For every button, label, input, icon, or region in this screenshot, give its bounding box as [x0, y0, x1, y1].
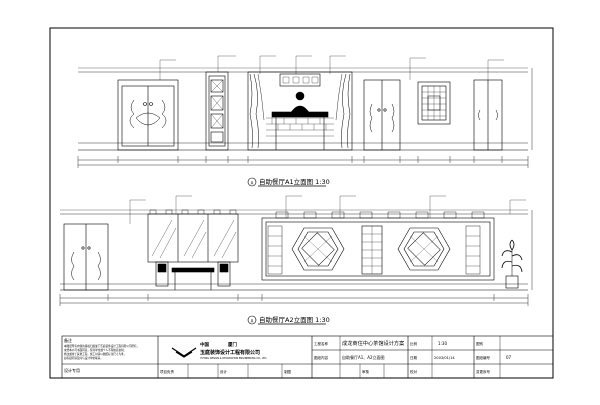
elevation-a1-title-marker: [247, 177, 326, 187]
drawing-content-label: 图纸内容: [314, 355, 328, 360]
date-value: 2003/01/14: [434, 356, 455, 360]
design-label: 设计: [220, 369, 227, 374]
elevation-a1-drawing: [77, 55, 533, 168]
a1-center-niche: [247, 71, 353, 151]
scale-value: 1:30: [438, 341, 447, 346]
title-block: [61, 335, 554, 379]
check-label: 校对: [410, 369, 418, 374]
company-line-1b: 厦门: [228, 341, 237, 348]
notes-text-4: 如有疑问请及时与设计单位联系。: [64, 356, 103, 360]
drawing-no: 07: [506, 355, 512, 360]
company-name-en: YUTING DESIGN & DECORATION ENGINEERING C…: [200, 357, 267, 360]
drawing-no-label: 图纸编号: [476, 355, 490, 360]
a2-bench-and-chairs: [155, 261, 231, 290]
a1-right-door: [363, 79, 401, 151]
notes-text-2: 未经本公司书面同意，任何单位或个人不得擅自复制、: [64, 348, 126, 352]
company-name-cn: 玉庭装饰设计工程有限公司: [200, 349, 260, 356]
elevation-a2-drawing: [59, 195, 533, 306]
project-lead-label: 项目负责: [160, 369, 174, 374]
project-label: 工程名称: [314, 341, 328, 346]
date-label: 日期: [410, 355, 418, 360]
notes-text-1: 本图纸所有内容的版权归属厦门玉庭装饰设计工程有限公司所有，: [64, 344, 139, 348]
a2-left-door: [63, 223, 109, 291]
company-logo-icon: [171, 347, 197, 358]
a1-lattice-window: [417, 81, 451, 125]
a1-left-door: [117, 79, 179, 151]
design-stamp-label: 设计专用: [64, 367, 80, 373]
elevation-a2-title: 自助餐厅A2立面图 1:30: [259, 315, 330, 324]
drawn-label: 制图: [284, 369, 292, 374]
revision-label: 变更序号: [476, 369, 490, 374]
a1-title-prefix: A: [251, 181, 254, 186]
a2-hexagon-wall: [261, 211, 495, 281]
a1-carved-screen: [205, 71, 229, 151]
scale-label: 比例: [410, 341, 418, 346]
company-line-1a: 中国: [200, 341, 209, 348]
project-name: 成龙商住中心茶馆设计方案: [342, 339, 405, 347]
a2-potted-plant: [501, 239, 523, 289]
notes-label: 备注: [64, 337, 72, 343]
drawing-content: 自助餐厅A1、A2立面图: [342, 354, 385, 360]
review-label: 审核: [362, 369, 370, 374]
a2-title-prefix: A: [251, 319, 254, 324]
notes-text-3: 修改或用于其他工程。施工时请以图纸标注尺寸为准，: [64, 352, 126, 356]
a2-glass-panels: [147, 209, 239, 263]
category-label: 图别: [476, 341, 484, 346]
elevation-a2-title-marker: [247, 315, 326, 325]
elevation-a1-title: 自助餐厅A1立面图 1:30: [259, 177, 330, 186]
